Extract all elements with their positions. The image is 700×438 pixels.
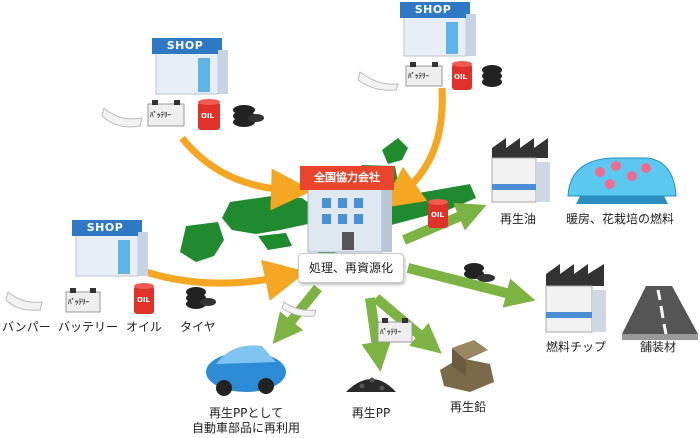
shop-sign-label: SHOP — [166, 39, 204, 52]
oil-drum-icon — [198, 99, 220, 130]
battery-icon — [405, 62, 443, 87]
battery-icon — [65, 288, 101, 313]
fuel-chip-label: 燃料チップ — [546, 340, 607, 354]
recycled-pp-car-label-line1: 再生PPとして — [208, 406, 284, 420]
tire-icon — [233, 105, 264, 127]
bumper-icon — [281, 301, 317, 317]
recycled-pp-car-label-line2: 自動車部品に再利用 — [191, 421, 301, 435]
pellets-icon — [346, 377, 396, 392]
oil-mark-text: OIL — [137, 296, 151, 304]
road-icon — [622, 286, 698, 340]
battery-mark-text: ﾊﾞｯﾃﾘｰ — [150, 111, 171, 119]
oil-mark-text: OIL — [431, 211, 445, 219]
battery-mark-text: ﾊﾞｯﾃﾘｰ — [68, 298, 89, 306]
factory-icon — [545, 264, 606, 333]
tire-label: タイヤ — [180, 320, 216, 334]
shop-sign-label: SHOP — [414, 3, 452, 16]
oil-drum-icon — [134, 283, 154, 314]
greenhouse-icon — [567, 157, 677, 204]
recycled-pp-label: 再生PP — [351, 406, 391, 420]
supply-arrow-left-bottom — [144, 259, 307, 301]
oil-label: オイル — [126, 320, 163, 334]
oil-mark-text: OIL — [201, 112, 215, 120]
recycled-oil-label: 再生油 — [500, 212, 537, 226]
bumper-icon — [357, 71, 399, 91]
oil-drum-icon — [452, 61, 472, 90]
factory-icon — [491, 138, 550, 203]
output-arrow-chip — [406, 263, 536, 308]
tire-icon — [482, 65, 502, 87]
shop-icon — [72, 220, 148, 277]
shop-icon — [400, 2, 476, 57]
tire-icon — [464, 263, 495, 282]
bumper-icon — [5, 291, 43, 311]
headquarters-sign-label: 全国協力会社 — [314, 171, 380, 184]
car-icon — [206, 345, 286, 396]
oil-drum-icon — [428, 199, 448, 228]
supply-arrow-right-top — [380, 87, 446, 209]
supply-arrow-left-top — [179, 135, 313, 211]
battery-icon — [377, 318, 413, 343]
battery-icon — [147, 100, 185, 127]
battery-label: バッテリー — [58, 320, 119, 334]
battery-mark-text: ﾊﾞｯﾃﾘｰ — [408, 72, 429, 80]
shop-sign-label: SHOP — [86, 221, 124, 234]
oil-mark-text: OIL — [454, 73, 468, 81]
battery-mark-text: ﾊﾞｯﾃﾘｰ — [380, 328, 401, 336]
tire-icon — [186, 287, 216, 309]
supply-arrows — [144, 87, 446, 301]
shop-icon — [152, 38, 228, 95]
output-arrow-pp — [361, 297, 392, 372]
headquarters-building-icon — [300, 166, 394, 253]
heating-fuel-label: 暖房、花栽培の燃料 — [566, 212, 675, 226]
process-label: 処理、再資源化 — [298, 253, 404, 283]
paving-label: 舗装材 — [640, 340, 677, 354]
bumper-icon — [101, 107, 143, 128]
bumper-label: バンパー — [2, 320, 51, 334]
recycled-lead-label: 再生鉛 — [449, 400, 487, 414]
lead-ingot-icon — [440, 340, 494, 392]
